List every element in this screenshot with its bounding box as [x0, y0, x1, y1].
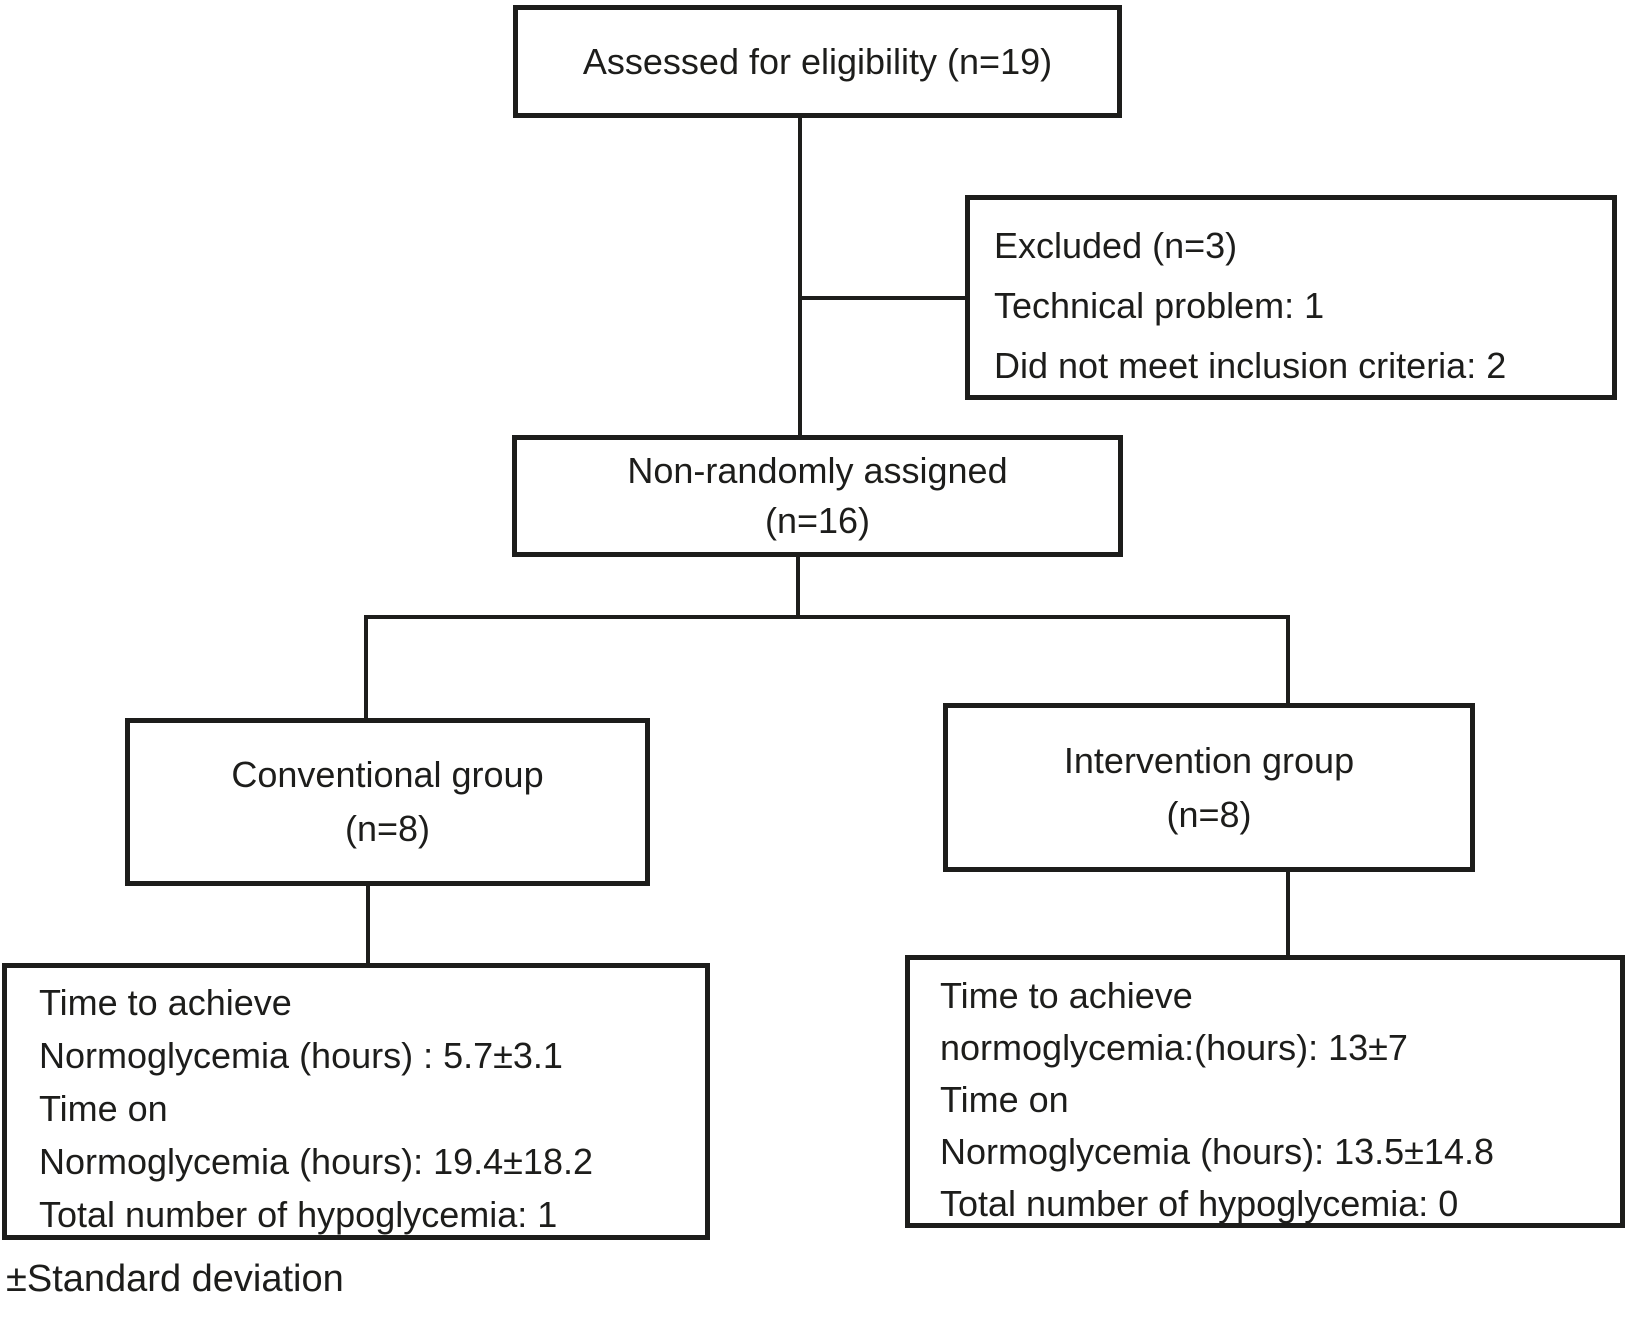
conv-outcome-line-5: Total number of hypoglycemia: 1	[39, 1194, 558, 1235]
excluded-box: Excluded (n=3) Technical problem: 1 Did …	[965, 195, 1617, 400]
connector-to-excluded-box	[798, 296, 965, 300]
int-outcome-line-5: Total number of hypoglycemia: 0	[940, 1183, 1459, 1224]
connector-assigned-to-split	[796, 557, 800, 619]
conv-outcome-line-3: Time on	[39, 1088, 168, 1129]
int-outcome-line-4: Normoglycemia (hours): 13.5±14.8	[940, 1131, 1494, 1172]
conv-outcome-line-4: Normoglycemia (hours): 19.4±18.2	[39, 1141, 593, 1182]
eligibility-text: Assessed for eligibility (n=19)	[582, 40, 1053, 82]
int-outcome-line-2: normoglycemia:(hours): 13±7	[940, 1027, 1408, 1068]
conventional-group-label: Conventional group	[231, 754, 544, 795]
conv-outcome-line-2: Normoglycemia (hours) : 5.7±3.1	[39, 1035, 563, 1076]
intervention-group-box: Intervention group (n=8)	[943, 703, 1475, 872]
int-outcome-line-3: Time on	[940, 1079, 1069, 1120]
excluded-reason-criteria: Did not meet inclusion criteria: 2	[994, 345, 1507, 386]
connector-split-to-intervention	[1286, 615, 1290, 703]
assigned-box: Non-randomly assigned (n=16)	[512, 435, 1123, 557]
assigned-text: Non-randomly assigned	[627, 450, 1008, 491]
assigned-count: (n=16)	[764, 500, 871, 541]
conventional-outcomes-box: Time to achieve Normoglycemia (hours) : …	[2, 963, 710, 1240]
intervention-group-label: Intervention group	[1063, 739, 1355, 781]
connector-split-horizontal	[364, 615, 1290, 619]
eligibility-box: Assessed for eligibility (n=19)	[513, 5, 1122, 118]
conv-outcome-line-1: Time to achieve	[39, 982, 292, 1023]
conventional-group-box: Conventional group (n=8)	[125, 718, 650, 886]
connector-intervention-to-outcomes	[1286, 872, 1290, 955]
intervention-group-count: (n=8)	[1166, 793, 1252, 835]
conventional-group-count: (n=8)	[344, 808, 431, 849]
standard-deviation-footnote: ±Standard deviation	[6, 1258, 344, 1300]
int-outcome-line-1: Time to achieve	[940, 975, 1193, 1016]
connector-eligibility-to-assigned	[798, 118, 802, 435]
connector-conventional-to-outcomes	[366, 886, 370, 963]
connector-split-to-conventional	[364, 615, 368, 718]
excluded-reason-technical: Technical problem: 1	[994, 285, 1325, 326]
excluded-title: Excluded (n=3)	[994, 225, 1238, 266]
intervention-outcomes-box: Time to achieve normoglycemia:(hours): 1…	[905, 955, 1625, 1228]
